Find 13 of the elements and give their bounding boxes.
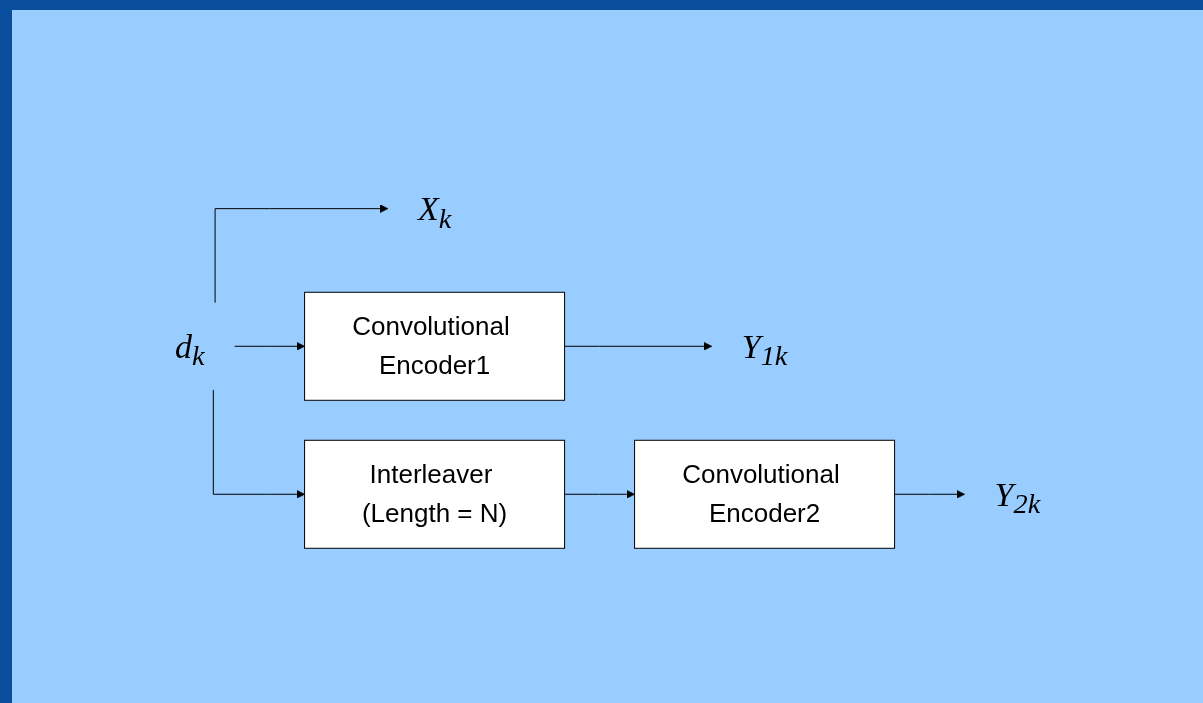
arrow bbox=[212, 389, 305, 499]
arrow bbox=[563, 489, 635, 499]
arrow bbox=[214, 204, 389, 303]
node-text: Y$_{1k}$ bbox=[741, 327, 788, 372]
node-text: Y$_{2k}$ bbox=[994, 475, 1041, 520]
node-text: X$_{k}$ bbox=[417, 189, 452, 234]
arrow bbox=[233, 341, 305, 351]
arrow bbox=[893, 489, 965, 499]
node-box: Convolutional Encoder1 bbox=[303, 291, 565, 401]
node-text: d$_{k}$ bbox=[174, 327, 205, 372]
node-box: Interleaver (Length = N) bbox=[303, 439, 565, 549]
node-box: Convolutional Encoder2 bbox=[633, 439, 895, 549]
arrow bbox=[563, 341, 712, 351]
